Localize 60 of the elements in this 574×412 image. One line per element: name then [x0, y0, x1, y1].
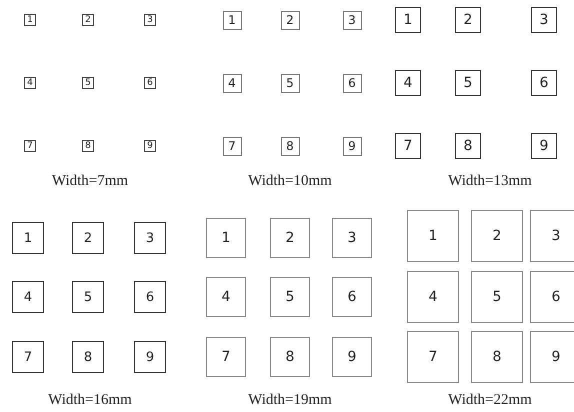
numbered-square: 5: [270, 277, 310, 317]
numbered-square: 8: [471, 331, 523, 383]
numbered-square: 4: [24, 77, 36, 89]
numbered-square: 4: [395, 70, 421, 96]
numbered-square: 8: [280, 136, 300, 156]
numbered-square: 6: [134, 281, 166, 313]
width-caption: Width=16mm: [48, 392, 132, 409]
numbered-square: 3: [332, 218, 372, 258]
numbered-square: 4: [407, 271, 459, 323]
numbered-square: 8: [455, 133, 481, 159]
numbered-square: 9: [332, 337, 372, 377]
numbered-square: 5: [455, 70, 481, 96]
numbered-square: 2: [455, 7, 481, 33]
numbered-square: 5: [82, 77, 94, 89]
numbered-square: 7: [395, 133, 421, 159]
numbered-square: 5: [280, 74, 300, 92]
numbered-square: 9: [530, 331, 574, 383]
width-caption: Width=22mm: [448, 392, 532, 409]
numbered-square: 3: [530, 210, 574, 262]
numbered-square: 7: [407, 331, 459, 383]
numbered-square: 9: [134, 341, 166, 373]
numbered-square: 1: [206, 218, 246, 258]
numbered-square: 9: [342, 136, 362, 156]
numbered-square: 5: [471, 271, 523, 323]
numbered-square: 2: [280, 10, 300, 30]
numbered-square: 6: [342, 74, 362, 92]
numbered-square: 2: [270, 218, 310, 258]
numbered-square: 6: [144, 77, 156, 89]
numbered-square: 7: [24, 140, 36, 152]
numbered-square: 4: [222, 74, 242, 92]
numbered-square: 9: [531, 133, 557, 159]
numbered-square: 3: [144, 14, 156, 26]
numbered-square: 7: [222, 136, 242, 156]
numbered-square: 1: [12, 222, 44, 254]
width-caption: Width=19mm: [248, 392, 332, 409]
width-caption: Width=10mm: [248, 173, 332, 190]
numbered-square: 3: [342, 10, 362, 30]
numbered-square: 1: [24, 14, 36, 26]
numbered-square: 3: [531, 7, 557, 33]
numbered-square: 3: [134, 222, 166, 254]
numbered-square: 6: [332, 277, 372, 317]
width-caption: Width=7mm: [52, 173, 128, 190]
numbered-square: 8: [82, 140, 94, 152]
numbered-square: 1: [222, 10, 242, 30]
numbered-square: 1: [395, 7, 421, 33]
numbered-square: 9: [144, 140, 156, 152]
numbered-square: 5: [72, 281, 104, 313]
numbered-square: 4: [12, 281, 44, 313]
numbered-square: 8: [72, 341, 104, 373]
numbered-square: 4: [206, 277, 246, 317]
numbered-square: 2: [72, 222, 104, 254]
numbered-square: 7: [206, 337, 246, 377]
numbered-square: 2: [82, 14, 94, 26]
numbered-square: 6: [531, 70, 557, 96]
numbered-square: 7: [12, 341, 44, 373]
numbered-square: 1: [407, 210, 459, 262]
numbered-square: 6: [530, 271, 574, 323]
numbered-square: 8: [270, 337, 310, 377]
numbered-square: 2: [471, 210, 523, 262]
width-caption: Width=13mm: [448, 173, 532, 190]
